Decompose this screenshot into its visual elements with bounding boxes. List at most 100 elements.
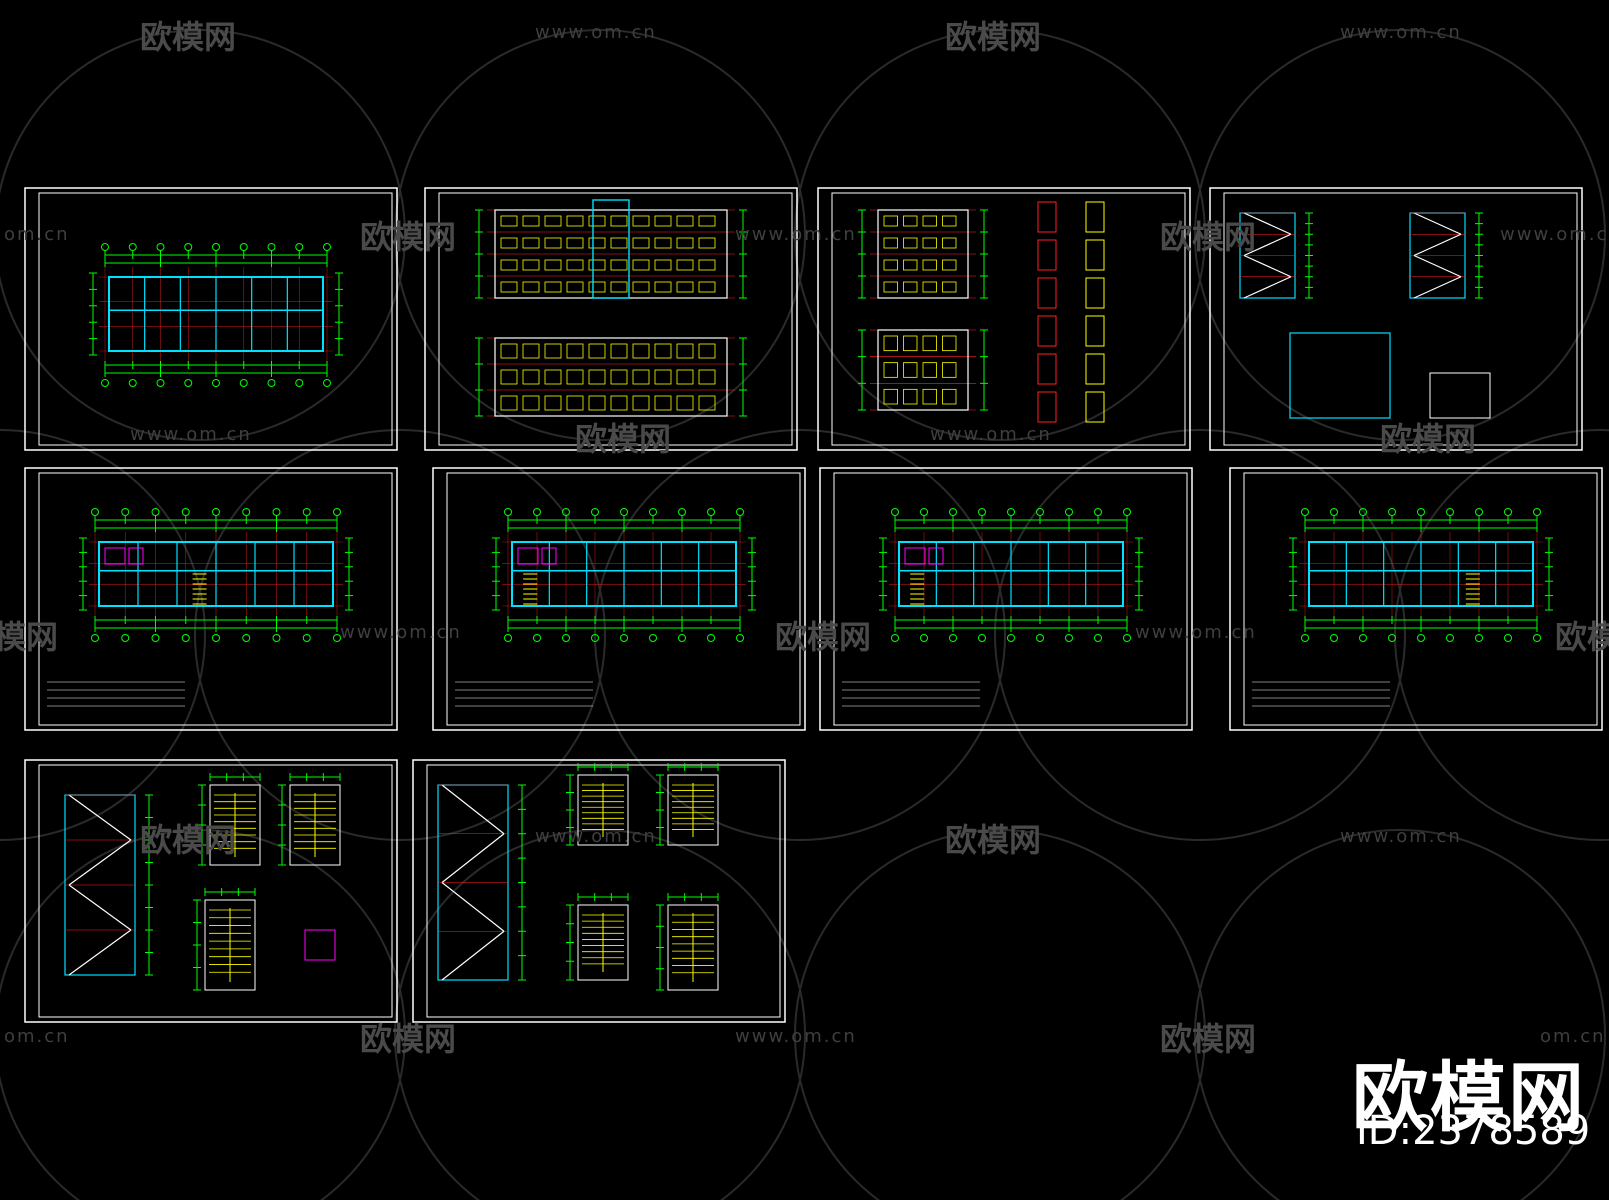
sheet-inner-border	[833, 472, 1188, 726]
axis-bubble	[620, 634, 628, 642]
axis-bubble	[649, 508, 657, 516]
axis-bubble	[1301, 508, 1309, 516]
axis-bubble	[267, 243, 276, 251]
window	[903, 335, 918, 352]
window	[566, 259, 584, 271]
window	[903, 259, 918, 271]
window	[544, 395, 562, 411]
axis-bubble	[707, 508, 715, 516]
watermark-brand: 欧模网	[945, 18, 1042, 56]
sheet-inner-border	[38, 764, 393, 1018]
sheet-border	[412, 759, 786, 1023]
sheet-floor-plan-4	[1229, 467, 1603, 731]
window	[522, 343, 540, 359]
watermark-url: www.om.cn	[930, 424, 1052, 445]
watermark-brand: 欧模网	[360, 1020, 457, 1058]
sheet-inner-border	[38, 472, 393, 726]
window	[500, 259, 518, 271]
sheet-border	[24, 759, 398, 1023]
window	[632, 237, 650, 249]
sheet-border	[1209, 187, 1583, 451]
axis-bubble	[242, 508, 251, 516]
window	[588, 369, 606, 385]
watermark-url: www.om.cn	[535, 826, 657, 847]
window	[544, 343, 562, 359]
watermark-ring	[994, 429, 1406, 841]
axis-bubble	[1065, 508, 1073, 516]
axis-bubble	[949, 634, 957, 642]
window	[632, 369, 650, 385]
axis-bubble	[920, 634, 928, 642]
window	[942, 215, 957, 227]
watermark-ring	[1194, 29, 1606, 441]
window	[588, 395, 606, 411]
window	[566, 237, 584, 249]
window-detail	[1037, 201, 1057, 233]
window	[676, 215, 694, 227]
sheet-stair-details-b	[412, 759, 786, 1023]
watermark-url: om.cn	[4, 224, 70, 245]
window	[883, 259, 898, 271]
watermark-url: www.om.cn	[1500, 224, 1609, 245]
window	[632, 215, 650, 227]
axis-bubble	[91, 508, 99, 516]
watermark-brand: 欧模网	[1160, 218, 1257, 256]
axis-bubble	[267, 379, 276, 387]
sheet-inner-border	[446, 472, 801, 726]
watermark-brand: 欧模网	[140, 821, 237, 859]
axis-bubble	[533, 634, 541, 642]
axis-bubble	[101, 243, 109, 251]
sheet-inner-border	[426, 764, 781, 1018]
sheet-inner-border	[1243, 472, 1598, 726]
sheet-border	[24, 467, 398, 731]
window	[942, 388, 957, 405]
stair-flight	[1413, 254, 1462, 278]
axis-bubble	[302, 508, 311, 516]
stair-flight	[441, 784, 505, 835]
axis-bubble	[302, 634, 311, 642]
window	[676, 237, 694, 249]
window	[922, 281, 937, 293]
window	[698, 215, 716, 227]
window	[654, 237, 672, 249]
axis-bubble	[649, 634, 657, 642]
window	[610, 237, 628, 249]
watermark-url: www.om.cn	[535, 22, 657, 43]
watermark-url: www.om.cn	[340, 622, 462, 643]
window-detail	[1085, 353, 1105, 385]
window-detail	[1037, 239, 1057, 271]
sheet-roof-plan	[24, 187, 398, 451]
window	[922, 215, 937, 227]
watermark-ring	[1394, 429, 1609, 841]
axis-bubble	[121, 508, 130, 516]
stair-plan-outline	[667, 774, 719, 846]
window	[676, 281, 694, 293]
window	[588, 215, 606, 227]
window	[903, 215, 918, 227]
axis-bubble	[156, 379, 165, 387]
axis-bubble	[151, 508, 160, 516]
axis-bubble	[707, 634, 715, 642]
axis-bubble	[323, 243, 331, 251]
watermark-url: www.om.cn	[1340, 826, 1462, 847]
axis-bubble	[181, 634, 190, 642]
window	[500, 395, 518, 411]
axis-bubble	[1417, 634, 1425, 642]
facade-outline	[877, 329, 969, 411]
axis-bubble	[978, 508, 986, 516]
foundation-detail	[1429, 372, 1491, 419]
watermark-brand: 欧模网	[1160, 1020, 1257, 1058]
window	[903, 362, 918, 378]
axis-bubble	[949, 508, 957, 516]
window-detail	[1037, 391, 1057, 423]
window	[698, 369, 716, 385]
sheet-inner-border	[438, 192, 793, 446]
sheet-border	[432, 467, 806, 731]
axis-bubble	[1036, 508, 1044, 516]
axis-bubble	[1007, 508, 1015, 516]
axis-bubble	[891, 508, 899, 516]
axis-bubble	[736, 508, 744, 516]
window	[544, 281, 562, 293]
axis-bubble	[591, 634, 599, 642]
